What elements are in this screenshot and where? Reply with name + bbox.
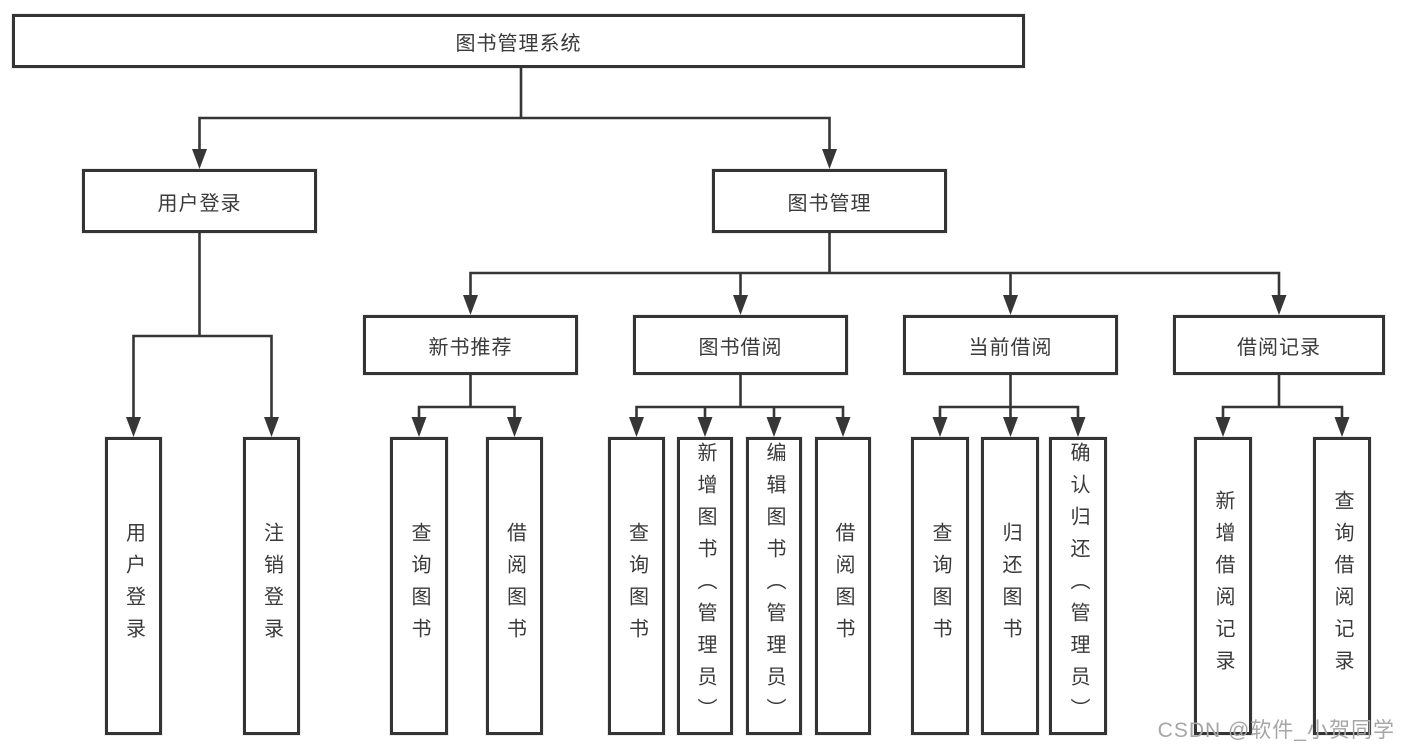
node-current-borrowing: 当前借阅 bbox=[903, 315, 1118, 375]
arrowheads-level2 bbox=[192, 149, 837, 169]
arrowheads-records-children bbox=[1215, 417, 1350, 437]
node-label: 用户登录 bbox=[122, 522, 145, 650]
leaf-query-books-recommend: 查询图书 bbox=[390, 437, 448, 735]
arrowheads-current-children bbox=[932, 417, 1086, 437]
connector-bookmgmt-to-level3 bbox=[469, 233, 1281, 298]
connector-current-children bbox=[938, 375, 1080, 420]
leaf-edit-books-admin: 编辑图书（管理员） bbox=[746, 437, 802, 735]
leaf-add-books-admin: 新增图书（管理员） bbox=[677, 437, 733, 735]
node-label: 用户登录 bbox=[157, 192, 242, 215]
node-label: 图书管理 bbox=[787, 192, 872, 215]
node-label: 新增借阅记录 bbox=[1212, 490, 1234, 682]
connector-newbook-children bbox=[417, 375, 516, 420]
leaf-query-borrow-record: 查询借阅记录 bbox=[1313, 437, 1371, 735]
node-library-management-system: 图书管理系统 bbox=[12, 14, 1025, 68]
node-label: 借阅图书 bbox=[503, 522, 526, 650]
node-label: 查询图书 bbox=[408, 522, 430, 650]
node-label: 查询图书 bbox=[929, 522, 951, 650]
node-new-book-recommendation: 新书推荐 bbox=[363, 315, 578, 375]
leaf-return-books: 归还图书 bbox=[981, 437, 1039, 735]
arrowheads-borrow-children bbox=[629, 417, 851, 437]
node-label: 新增图书（管理员） bbox=[694, 442, 716, 730]
node-label: 图书管理系统 bbox=[455, 32, 582, 55]
node-borrowing-records: 借阅记录 bbox=[1173, 315, 1385, 375]
node-label: 确认归还（管理员） bbox=[1067, 442, 1089, 730]
connector-borrow-children bbox=[635, 375, 845, 420]
node-user-login: 用户登录 bbox=[82, 169, 317, 233]
connector-records-children bbox=[1221, 375, 1344, 420]
node-label: 新书推荐 bbox=[428, 336, 513, 359]
leaf-query-books-borrow: 查询图书 bbox=[608, 437, 665, 735]
node-label: 查询借阅记录 bbox=[1331, 490, 1353, 682]
arrowheads-newbook-children bbox=[411, 417, 522, 437]
leaf-borrow-books-recommend: 借阅图书 bbox=[486, 437, 543, 735]
arrowheads-level3 bbox=[463, 295, 1287, 315]
node-label: 编辑图书（管理员） bbox=[763, 442, 785, 730]
node-label: 借阅图书 bbox=[832, 522, 854, 650]
node-label: 注销登录 bbox=[260, 522, 283, 650]
node-book-management: 图书管理 bbox=[712, 169, 947, 233]
leaf-borrow-books: 借阅图书 bbox=[815, 437, 871, 735]
node-label: 图书借阅 bbox=[698, 336, 783, 359]
leaf-query-books-current: 查询图书 bbox=[911, 437, 969, 735]
leaf-add-borrow-record: 新增借阅记录 bbox=[1194, 437, 1252, 735]
leaf-confirm-return-admin: 确认归还（管理员） bbox=[1049, 437, 1107, 735]
leaf-user-login: 用户登录 bbox=[105, 437, 162, 735]
node-label: 借阅记录 bbox=[1237, 336, 1321, 359]
watermark: CSDN @软件_小贺同学 bbox=[1157, 719, 1395, 742]
node-label: 归还图书 bbox=[999, 522, 1021, 650]
connector-root-to-level2 bbox=[198, 68, 831, 152]
arrowheads-userlogin-children bbox=[126, 417, 279, 437]
node-label: 查询图书 bbox=[625, 522, 648, 650]
node-label: 当前借阅 bbox=[968, 336, 1053, 359]
node-book-borrowing: 图书借阅 bbox=[633, 315, 848, 375]
leaf-logout: 注销登录 bbox=[243, 437, 300, 735]
connector-userlogin-children bbox=[132, 233, 273, 420]
